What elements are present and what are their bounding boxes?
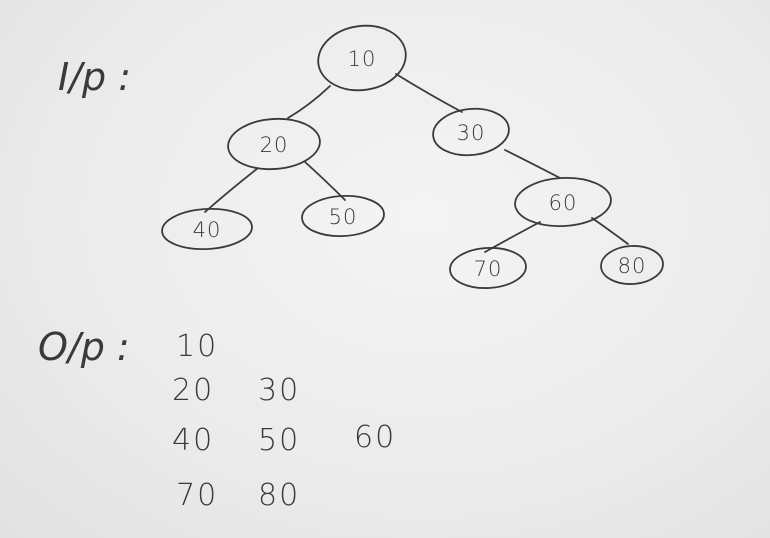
tree-node: 70 bbox=[449, 247, 527, 289]
output-value: 40 bbox=[172, 423, 214, 458]
node-ellipse bbox=[600, 245, 664, 285]
node-label: 20 bbox=[260, 133, 289, 157]
node-ellipse bbox=[449, 247, 527, 289]
output-value: 30 bbox=[258, 373, 300, 408]
node-label: 40 bbox=[193, 218, 222, 242]
node-label: 50 bbox=[329, 205, 358, 229]
node-ellipse bbox=[227, 117, 321, 171]
node-ellipse bbox=[514, 177, 612, 227]
node-ellipse bbox=[317, 24, 407, 92]
tree-node: 40 bbox=[161, 207, 253, 251]
node-label: 60 bbox=[549, 191, 578, 215]
output-value: 50 bbox=[258, 423, 300, 458]
tree-node: 80 bbox=[600, 245, 664, 285]
edge-30-60 bbox=[504, 149, 561, 179]
output-listing: 10 20 30 40 50 60 70 80 bbox=[172, 329, 396, 513]
output-value: 70 bbox=[176, 478, 218, 513]
edge-20-40 bbox=[204, 167, 259, 213]
tree-nodes: 10 20 30 40 50 60 70 80 bbox=[161, 24, 664, 289]
output-value: 80 bbox=[258, 478, 300, 513]
node-label: 30 bbox=[457, 121, 486, 145]
tree-node: 10 bbox=[317, 24, 407, 92]
output-value: 20 bbox=[172, 373, 214, 408]
node-label: 10 bbox=[348, 47, 377, 71]
edge-60-80 bbox=[591, 217, 629, 245]
tree-node: 60 bbox=[514, 177, 612, 227]
tree-node: 50 bbox=[301, 195, 385, 237]
node-ellipse bbox=[301, 195, 385, 237]
tree-node: 30 bbox=[432, 107, 510, 157]
node-ellipse bbox=[161, 207, 253, 251]
edge-10-20 bbox=[287, 85, 331, 119]
output-value: 60 bbox=[354, 420, 396, 455]
tree-edges bbox=[204, 73, 629, 253]
edge-60-70 bbox=[484, 221, 541, 253]
edge-20-50 bbox=[304, 161, 346, 201]
edge-10-30 bbox=[395, 73, 463, 113]
node-ellipse bbox=[432, 107, 510, 157]
node-label: 70 bbox=[474, 257, 503, 281]
input-label: I/p : bbox=[58, 55, 131, 99]
output-value: 10 bbox=[176, 329, 218, 364]
output-label: O/p : bbox=[38, 325, 130, 369]
node-label: 80 bbox=[618, 254, 647, 278]
tree-node: 20 bbox=[227, 117, 321, 171]
